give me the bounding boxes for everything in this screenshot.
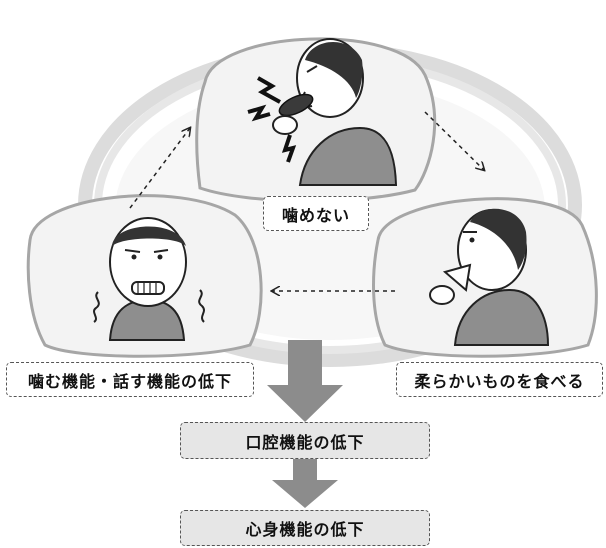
person-eating-hard-food-figure (247, 38, 398, 186)
label-eat-soft-food: 柔らかいものを食べる (396, 362, 603, 397)
bubble-left (26, 194, 263, 358)
label-physical-mental-decline: 心身機能の低下 (180, 510, 430, 546)
person-eating-soft-food-figure (429, 208, 550, 346)
arrow-left-to-top (129, 128, 190, 209)
bubble-right (372, 197, 598, 358)
person-with-trembling-mouth-figure (93, 217, 205, 341)
label-cannot-chew: 噛めない (263, 196, 369, 231)
label-oral-function-decline: 口腔機能の低下 (180, 422, 430, 459)
label-chewing-speaking-decline: 噛む機能・話す機能の低下 (6, 362, 254, 397)
cycle-arrows (129, 111, 484, 291)
bubble-top (195, 37, 437, 203)
down-arrow-1 (267, 340, 343, 422)
down-arrow-2 (272, 458, 338, 508)
arrow-top-to-right (424, 111, 484, 170)
